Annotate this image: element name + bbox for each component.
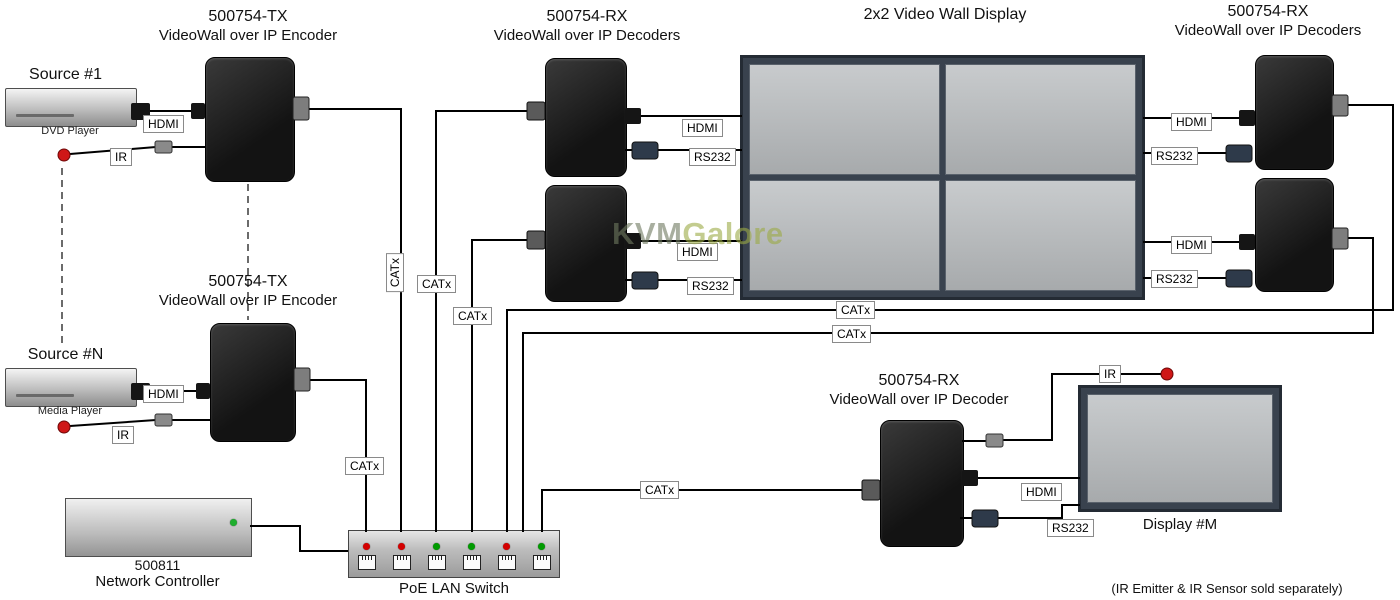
controller-desc-label: Network Controller	[95, 573, 220, 590]
controller-model-label: 500811	[134, 557, 181, 573]
decoder-bottom-model: 500754-RX	[878, 372, 960, 389]
encoder2-title: 500754-TX VideoWall over IP Encoder	[126, 272, 370, 310]
lan-cable-controller	[250, 525, 348, 552]
port-led	[433, 542, 440, 550]
network-controller-device	[65, 498, 252, 557]
switch-port	[497, 542, 516, 570]
dvd-player-device	[5, 88, 137, 127]
decoder-bottom-device	[880, 420, 964, 547]
decoders-right-model: 500754-RX	[1227, 3, 1309, 20]
hdmi-label: HDMI	[1021, 483, 1062, 501]
switch-port	[532, 542, 551, 570]
port-led	[363, 542, 370, 550]
catx-cable-decoder-top2	[471, 230, 546, 532]
watermark: KVMGalore	[612, 216, 784, 252]
rj45-port-icon	[497, 554, 516, 570]
switch-label: PoE LAN Switch	[398, 580, 510, 597]
rj45-port-icon	[462, 554, 481, 570]
rs232-label: RS232	[1151, 147, 1198, 165]
hdmi-label: HDMI	[1171, 113, 1212, 131]
decoders-top-title: 500754-RX VideoWall over IP Decoders	[460, 7, 714, 45]
rs232-label: RS232	[689, 148, 736, 166]
port-led	[503, 542, 510, 550]
decoders-top-desc: VideoWall over IP Decoders	[493, 27, 681, 44]
decoder-bottom-desc: VideoWall over IP Decoder	[829, 391, 1009, 408]
decoders-right-desc: VideoWall over IP Decoders	[1174, 22, 1362, 39]
encoder2-device	[210, 323, 296, 442]
media-player-label: Media Player	[37, 405, 103, 417]
footnote: (IR Emitter & IR Sensor sold separately)	[1111, 581, 1343, 596]
video-wall	[740, 55, 1145, 300]
catx-label: CATx	[386, 253, 404, 293]
decoders-top-model: 500754-RX	[546, 8, 628, 25]
switch-port	[462, 542, 481, 570]
source1-title: Source #1	[29, 66, 102, 83]
poe-lan-switch-device	[348, 530, 560, 578]
sourceN-title: Source #N	[27, 346, 104, 363]
port-led	[468, 542, 475, 550]
ir-label: IR	[112, 426, 134, 444]
wall-screen-4	[945, 180, 1136, 291]
hdmi-label: HDMI	[1171, 236, 1212, 254]
catx-label: CATx	[836, 301, 876, 319]
rj45-port-icon	[532, 554, 551, 570]
encoder2-desc: VideoWall over IP Encoder	[158, 292, 338, 309]
decoder-bottom-title: 500754-RX VideoWall over IP Decoder	[793, 371, 1045, 409]
rs232-label: RS232	[1151, 270, 1198, 288]
controller-power-led	[230, 519, 237, 526]
encoder1-title: 500754-TX VideoWall over IP Encoder	[126, 7, 370, 45]
catx-cable-decoder-bottom	[541, 479, 881, 532]
decoder-top1-device	[545, 58, 627, 177]
watermark-galore: Galore	[682, 216, 784, 251]
catx-label: CATx	[345, 457, 385, 475]
decoder-right2-device	[1255, 178, 1334, 292]
display-m-device	[1078, 385, 1282, 512]
encoder1-desc: VideoWall over IP Encoder	[158, 27, 338, 44]
hdmi-label: HDMI	[143, 115, 184, 133]
rj45-port-icon	[357, 554, 376, 570]
decoder-right1-device	[1255, 55, 1334, 170]
catx-label: CATx	[640, 481, 680, 499]
catx-label: CATx	[453, 307, 493, 325]
switch-port	[392, 542, 411, 570]
encoder1-model: 500754-TX	[208, 8, 288, 25]
display-m-screen	[1087, 394, 1273, 503]
media-player-device	[5, 368, 137, 407]
port-led	[398, 542, 405, 550]
port-led	[538, 542, 545, 550]
catx-cable-encoder2	[293, 367, 367, 532]
decoders-right-title: 500754-RX VideoWall over IP Decoders	[1138, 2, 1398, 40]
rs232-label: RS232	[687, 277, 734, 295]
ir-label: IR	[110, 148, 132, 166]
switch-port	[357, 542, 376, 570]
hdmi-label: HDMI	[143, 385, 184, 403]
wall-screen-1	[749, 64, 940, 175]
rs232-label: RS232	[1047, 519, 1094, 537]
display-m-label: Display #M	[1142, 516, 1218, 533]
catx-label: CATx	[832, 325, 872, 343]
encoder2-model: 500754-TX	[208, 273, 288, 290]
switch-port	[427, 542, 446, 570]
rj45-port-icon	[392, 554, 411, 570]
dvd-player-label: DVD Player	[41, 125, 99, 137]
ir-label: IR	[1099, 365, 1121, 383]
video-wall-title: 2x2 Video Wall Display	[863, 6, 1027, 23]
hdmi-label: HDMI	[682, 119, 723, 137]
wall-screen-2	[945, 64, 1136, 175]
encoder1-device	[205, 57, 295, 182]
watermark-kvm: KVM	[612, 216, 683, 251]
catx-label: CATx	[417, 275, 457, 293]
rj45-port-icon	[427, 554, 446, 570]
